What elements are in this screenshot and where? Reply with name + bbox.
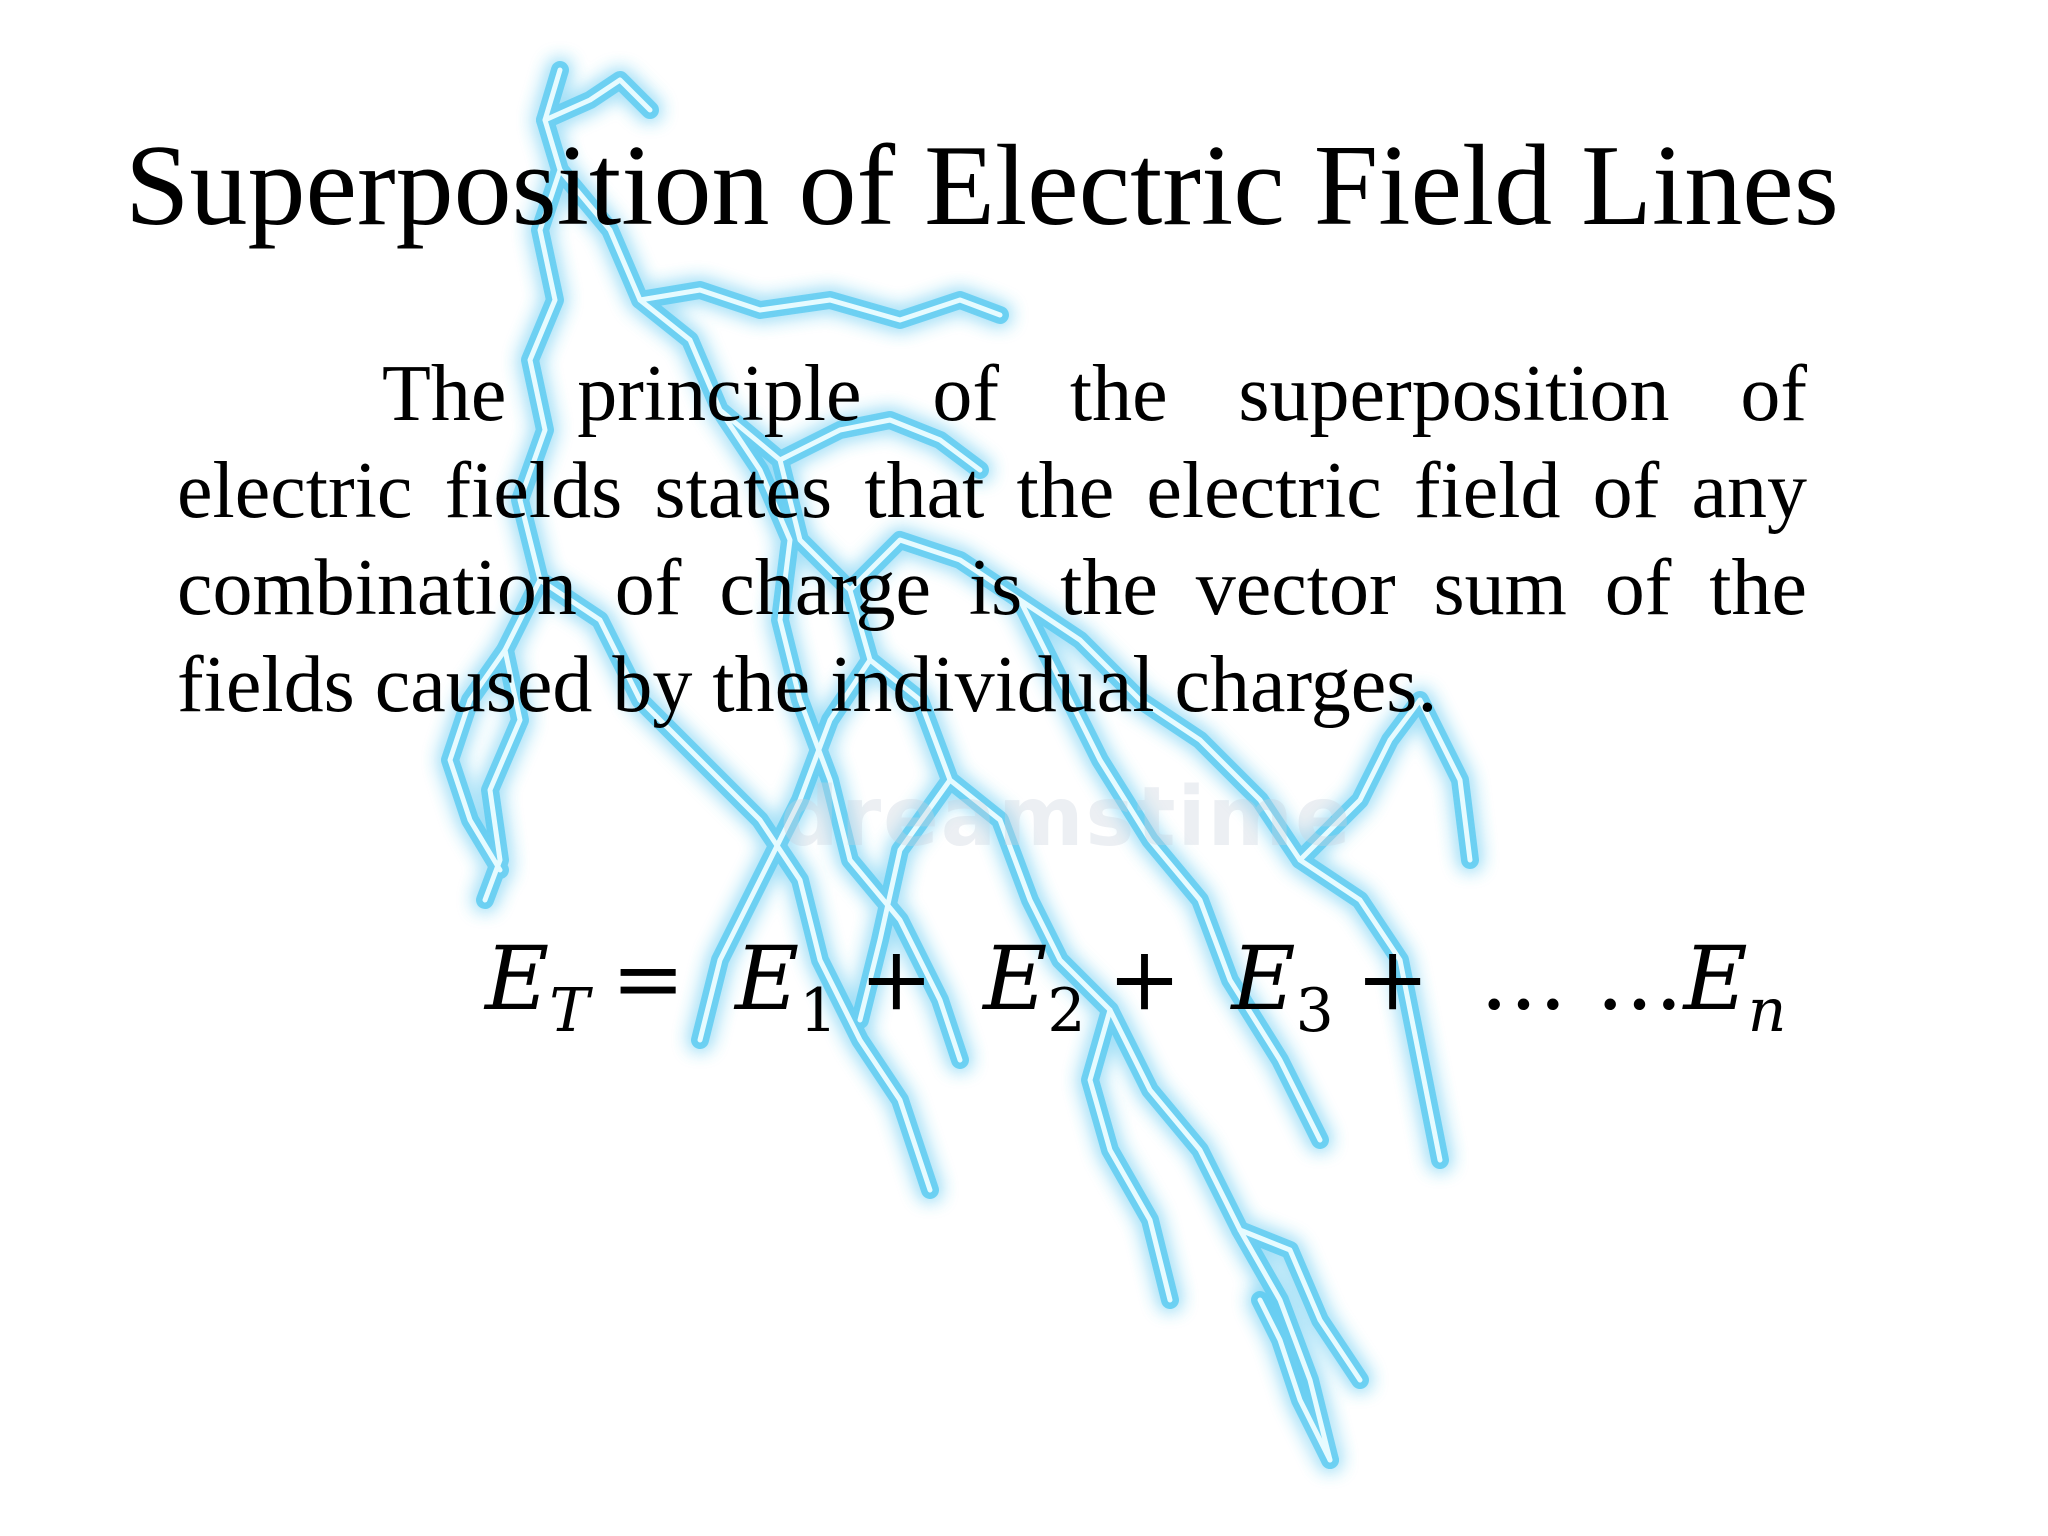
- superposition-equation: ET= E1+ E2+ E3+ … …En: [485, 935, 1786, 1042]
- term-3: E3: [1231, 927, 1334, 1046]
- term-1: E1: [735, 927, 838, 1046]
- body-paragraph: The principle of the superposition of el…: [177, 350, 1807, 729]
- plus-sign: +: [1355, 927, 1430, 1030]
- term-n: En: [1683, 927, 1787, 1046]
- term-total: ET: [485, 927, 590, 1046]
- plus-sign: +: [1107, 927, 1182, 1030]
- equals-sign: =: [611, 927, 686, 1030]
- plus-sign: +: [859, 927, 934, 1030]
- ellipsis: … …: [1479, 927, 1684, 1030]
- term-2: E2: [983, 927, 1086, 1046]
- watermark: dreamstime: [780, 770, 1353, 865]
- slide-title: Superposition of Electric Field Lines: [125, 122, 1839, 250]
